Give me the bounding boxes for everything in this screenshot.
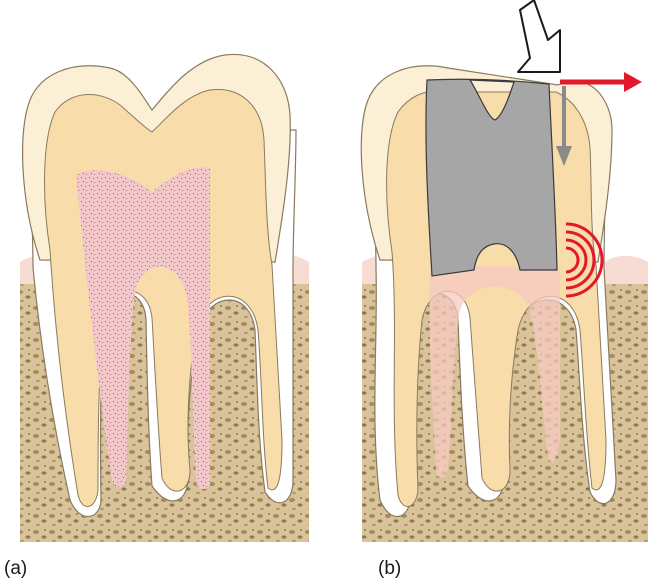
panel-b-label: (b) bbox=[378, 558, 401, 579]
hollow-arrow-icon bbox=[518, 0, 560, 72]
panel-a-label: (a) bbox=[4, 558, 27, 579]
panel-b-tooth bbox=[361, 66, 648, 542]
panel-a-tooth bbox=[20, 54, 309, 542]
